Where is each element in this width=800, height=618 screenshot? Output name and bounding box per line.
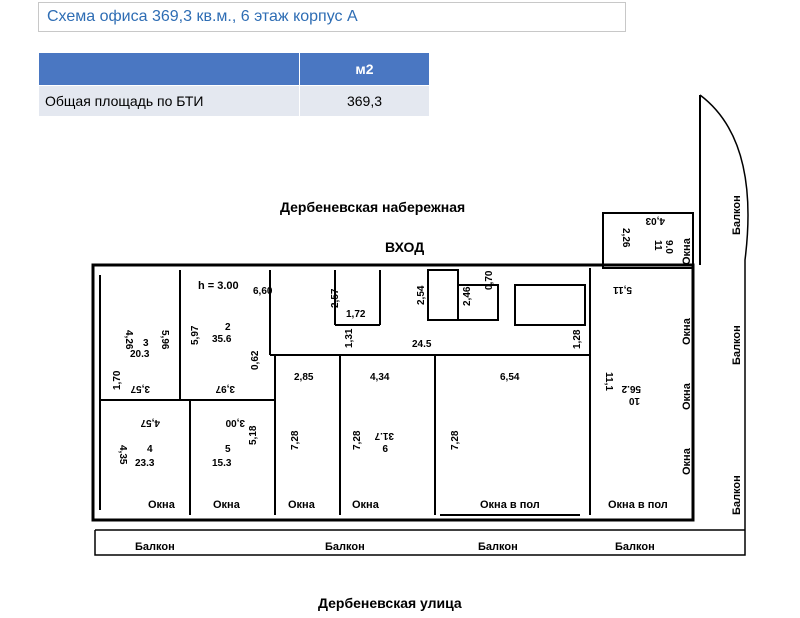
dim-4-35: 4,35 <box>117 445 128 465</box>
room-4-area: 23.3 <box>135 458 155 469</box>
windows-2: Окна <box>213 499 241 511</box>
dim-6-54: 6,54 <box>500 372 520 383</box>
dim-11-1: 11,1 <box>603 372 614 391</box>
dim-2-54: 2,54 <box>416 285 427 305</box>
street-top-label: Дербеневская набережная <box>280 199 465 215</box>
balcony-7: Балкон <box>731 475 743 515</box>
table-header-empty <box>38 52 300 86</box>
title-box: Схема офиса 369,3 кв.м., 6 этаж корпус А <box>38 2 626 32</box>
dim-7-28-b: 7,28 <box>352 430 363 450</box>
windows-1: Окна <box>148 499 176 511</box>
balcony-3: Балкон <box>478 541 518 553</box>
dim-4-03: 4,03 <box>645 215 665 226</box>
height-label: h = 3.00 <box>198 280 239 292</box>
dim-0-62: 0,62 <box>250 350 261 370</box>
dim-6-60: 6,60 <box>253 286 273 297</box>
table-row: Общая площадь по БТИ 369,3 <box>38 85 430 117</box>
dim-3-00: 3,00 <box>225 417 245 428</box>
room-10-number: 10 <box>628 395 640 406</box>
dim-5-96: 5,96 <box>159 330 170 350</box>
room-2-area: 35.6 <box>212 334 232 345</box>
dim-1-70: 1,70 <box>112 370 123 390</box>
table-header-row: м2 <box>38 52 430 86</box>
dim-4-34: 4,34 <box>370 372 390 383</box>
dim-4-26: 4,26 <box>123 330 134 350</box>
dim-5-18: 5,18 <box>248 425 259 445</box>
balcony-1: Балкон <box>135 541 175 553</box>
room-5-number: 5 <box>225 444 231 455</box>
windows-3: Окна <box>288 499 316 511</box>
dim-1-72: 1,72 <box>346 309 366 320</box>
plan-walls <box>91 94 749 556</box>
dim-2-26: 2,26 <box>620 228 631 248</box>
room-3-number: 3 <box>143 338 149 349</box>
windows-8: Окна <box>681 447 693 475</box>
dim-7-28-c: 7,28 <box>450 430 461 450</box>
room-4-number: 4 <box>147 444 153 455</box>
street-bottom-label: Дербеневская улица <box>318 595 462 611</box>
room-11-number: 11 <box>652 240 663 251</box>
dim-7-28-a: 7,28 <box>290 430 301 450</box>
room-9-area: 31.7 <box>374 430 394 441</box>
windows-6: Окна <box>681 317 693 345</box>
floor-windows-2: Окна в пол <box>608 499 668 511</box>
windows-5: Окна <box>681 237 693 265</box>
table-header-unit: м2 <box>299 52 430 86</box>
dim-3-57: 3,57 <box>130 383 150 394</box>
dim-1-28: 1,28 <box>572 329 583 349</box>
room-9-number: 9 <box>382 442 388 453</box>
dim-4-57: 4,57 <box>140 417 160 428</box>
entrance-label: ВХОД <box>385 239 424 255</box>
balcony-5: Балкон <box>731 195 743 235</box>
area-table: м2 Общая площадь по БТИ 369,3 <box>38 52 430 117</box>
dim-2-57: 2,57 <box>330 288 341 308</box>
table-row-value: 369,3 <box>299 85 430 117</box>
dim-5-11: 5,11 <box>613 284 632 295</box>
room-11-area: 9.0 <box>663 240 674 254</box>
dim-3-97: 3,97 <box>215 383 235 394</box>
windows-7: Окна <box>681 382 693 410</box>
floor-windows-1: Окна в пол <box>480 499 540 511</box>
dim-2-46: 2,46 <box>462 286 473 306</box>
balcony-2: Балкон <box>325 541 365 553</box>
room-2-number: 2 <box>225 322 231 333</box>
dim-0-70: 0,70 <box>484 270 495 290</box>
balcony-6: Балкон <box>731 325 743 365</box>
balcony-4: Балкон <box>615 541 655 553</box>
dim-5-97: 5,97 <box>190 325 201 345</box>
dim-1-31: 1,31 <box>344 328 355 348</box>
page-title: Схема офиса 369,3 кв.м., 6 этаж корпус А <box>47 8 358 25</box>
windows-4: Окна <box>352 499 380 511</box>
room-3-area: 20.3 <box>130 349 150 360</box>
dim-2-85: 2,85 <box>294 372 314 383</box>
room-10-area: 56.2 <box>621 383 641 394</box>
room-5-area: 15.3 <box>212 458 232 469</box>
dim-24-5: 24.5 <box>412 339 432 350</box>
